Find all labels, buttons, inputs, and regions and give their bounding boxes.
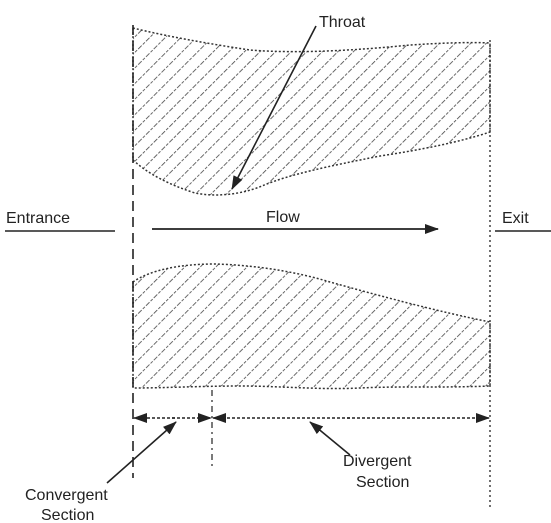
lower-nozzle-wall bbox=[132, 263, 491, 390]
exit-label: Exit bbox=[502, 210, 529, 227]
divergent-section-label-line2: Section bbox=[356, 474, 409, 491]
convergent-section-label-line1: Convergent bbox=[25, 487, 108, 504]
divergent-section-label-line1: Divergent bbox=[343, 453, 412, 470]
entrance-label: Entrance bbox=[6, 210, 70, 227]
upper-nozzle-wall bbox=[132, 27, 491, 196]
convergent-section-label-line2: Section bbox=[41, 507, 94, 523]
throat-label: Throat bbox=[319, 14, 366, 31]
divergent-pointer-arrow bbox=[309, 421, 351, 456]
throat-pointer-arrow bbox=[231, 25, 317, 190]
convergent-pointer-arrow bbox=[106, 421, 177, 484]
flow-label: Flow bbox=[266, 209, 300, 226]
